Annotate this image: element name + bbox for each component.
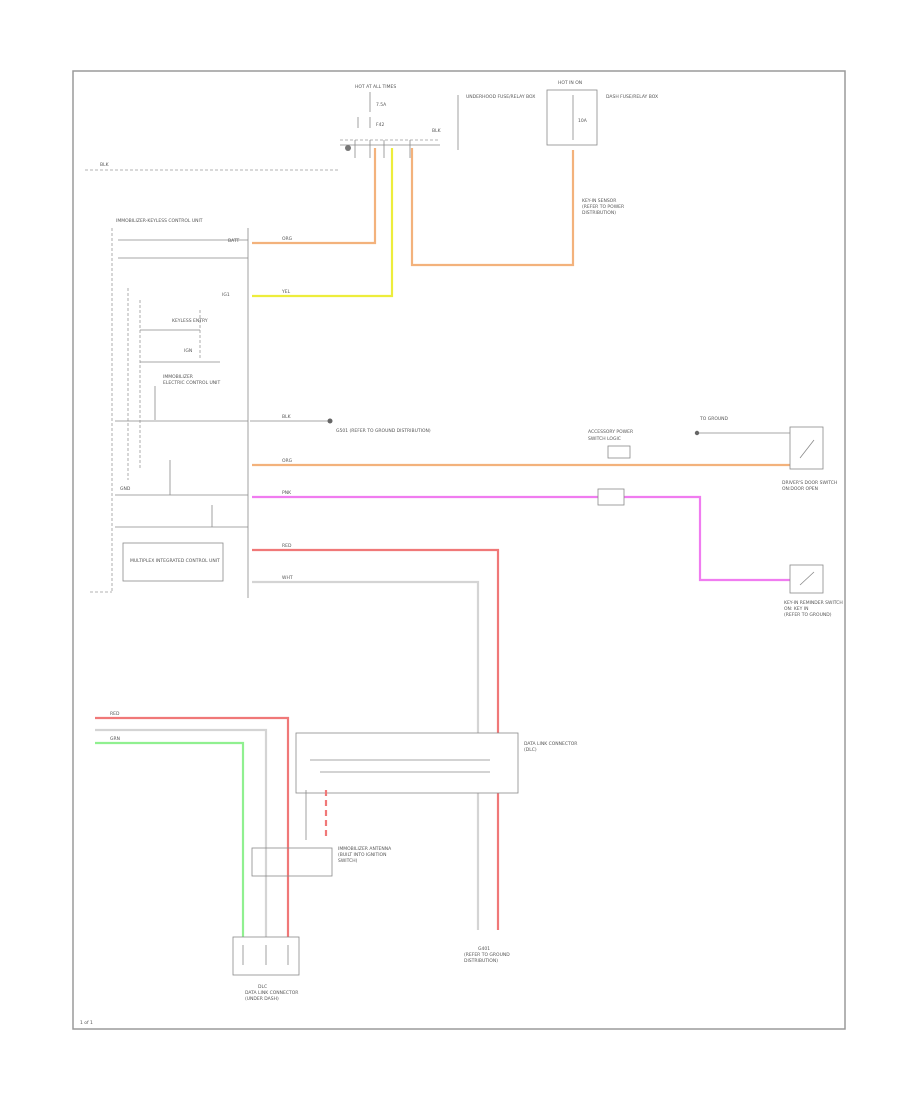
fuse-box-wire-tag: BLK [432, 128, 442, 134]
dash-fuse-box: HOT IN ON 10A DASH FUSE/RELAY BOX KEY-IN… [546, 80, 658, 216]
pin-gnd: GND [120, 486, 131, 492]
data-link-connector: DATA LINK CONNECTOR (DLC) [295, 732, 577, 794]
sensor-sub2: DISTRIBUTION) [582, 210, 616, 216]
junction-sub: SWITCH LOGIC [588, 436, 621, 442]
wire-red-tag: RED [282, 543, 292, 549]
antenna-sub2: SWITCH) [338, 858, 358, 864]
wire-green-bottom-tag: GRN [110, 736, 120, 742]
ground-bottom: G401 [478, 946, 490, 952]
door-switch: TO GROUND DRIVER'S DOOR SWITCH ON:DOOR O… [694, 416, 837, 492]
ground-point [327, 418, 333, 424]
junction-top: ACCESSORY POWER [588, 429, 633, 435]
module-note: ELECTRIC CONTROL UNIT [163, 380, 221, 386]
sensor-label: KEY-IN SENSOR [582, 198, 616, 204]
antenna-sub: (BUILT INTO IGNITION [338, 852, 386, 858]
wire-red-bottom [95, 716, 290, 945]
page-tag: 1 of 1 [80, 1020, 93, 1026]
fuse-box-title: HOT AT ALL TIMES [355, 84, 396, 90]
wire-orange-batt [252, 148, 377, 245]
ground-bottom-sub: (REFER TO GROUND [464, 952, 510, 958]
wire-orange-relay [410, 148, 575, 267]
wire-white-tag: WHT [282, 575, 293, 581]
pin-batt: BATT [228, 238, 239, 244]
relay-desc: DASH FUSE/RELAY BOX [606, 94, 658, 100]
plug-sub: DATA LINK CONNECTOR [245, 990, 298, 996]
module-sub: IMMOBILIZER [163, 374, 193, 380]
data-link-sub: (DLC) [524, 747, 537, 753]
control-module: IMMOBILIZER-KEYLESS CONTROL UNIT BATT IG… [90, 218, 249, 598]
wire-black-tag: BLK [282, 414, 292, 420]
module-inner-box [122, 542, 224, 582]
immobilizer-antenna: IMMOBILIZER ANTENNA (BUILT INTO IGNITION… [251, 790, 392, 877]
relay-title: HOT IN ON [558, 80, 582, 86]
ground-bottom-sub2: DISTRIBUTION) [464, 958, 498, 964]
key-switch-sub: ON: KEY IN [784, 606, 809, 612]
key-ground: (REFER TO GROUND) [784, 612, 832, 618]
door-ground: TO GROUND [699, 416, 729, 422]
door-switch-sub: ON:DOOR OPEN [782, 486, 818, 492]
wire-yellow-tag: YEL [281, 289, 291, 295]
door-switch-label: DRIVER'S DOOR SWITCH [782, 480, 837, 486]
wire-white-bottom [95, 728, 268, 945]
fuse-box-desc: UNDERHOOD FUSE/RELAY BOX [466, 94, 535, 100]
module-switch: IGN [184, 348, 192, 354]
module-title: IMMOBILIZER-KEYLESS CONTROL UNIT [116, 218, 203, 224]
ground-ref-text: G501 (REFER TO GROUND DISTRIBUTION) [336, 428, 431, 434]
plug-title: DLC [258, 984, 267, 990]
relay-fuse: 10A [578, 118, 588, 124]
diagram-frame [72, 70, 846, 1030]
plug-sub2: (UNDER DASH) [245, 996, 279, 1002]
wire-orange-door-tag: ORG [282, 458, 293, 464]
fuse-terminal-left [345, 145, 351, 151]
module-box-label: MULTIPLEX INTEGRATED CONTROL UNIT [130, 558, 220, 564]
pin-ign: IG1 [222, 292, 230, 298]
wire-yellow-ign [252, 148, 394, 298]
wire-red-dlc [252, 548, 500, 930]
ground-ref-label: BLK [100, 162, 110, 168]
wire-magenta-key [252, 495, 790, 582]
data-link-label: DATA LINK CONNECTOR [524, 741, 577, 747]
key-switch-label: KEY-IN REMINDER SWITCH [784, 600, 843, 606]
wire-green-bottom [95, 741, 245, 945]
module-inner: KEYLESS ENTRY [172, 318, 208, 324]
wire-orange-tag: ORG [282, 236, 293, 242]
wire-magenta-tag: PNK [282, 490, 292, 496]
antenna-label: IMMOBILIZER ANTENNA [338, 846, 392, 852]
wire-white-dlc [252, 580, 480, 930]
fuse-id: F42 [376, 122, 384, 128]
underhood-fuse-box: HOT AT ALL TIMES 7.5A F42 UNDERHOOD FUSE… [340, 84, 535, 158]
dlc-plug: DLC DATA LINK CONNECTOR (UNDER DASH) [232, 936, 300, 1002]
sensor-sub: (REFER TO POWER [582, 204, 624, 210]
wire-red-bottom-tag: RED [110, 711, 120, 717]
key-switch: KEY-IN REMINDER SWITCH ON: KEY IN (REFER… [784, 564, 843, 618]
fuse-rating: 7.5A [376, 102, 387, 108]
